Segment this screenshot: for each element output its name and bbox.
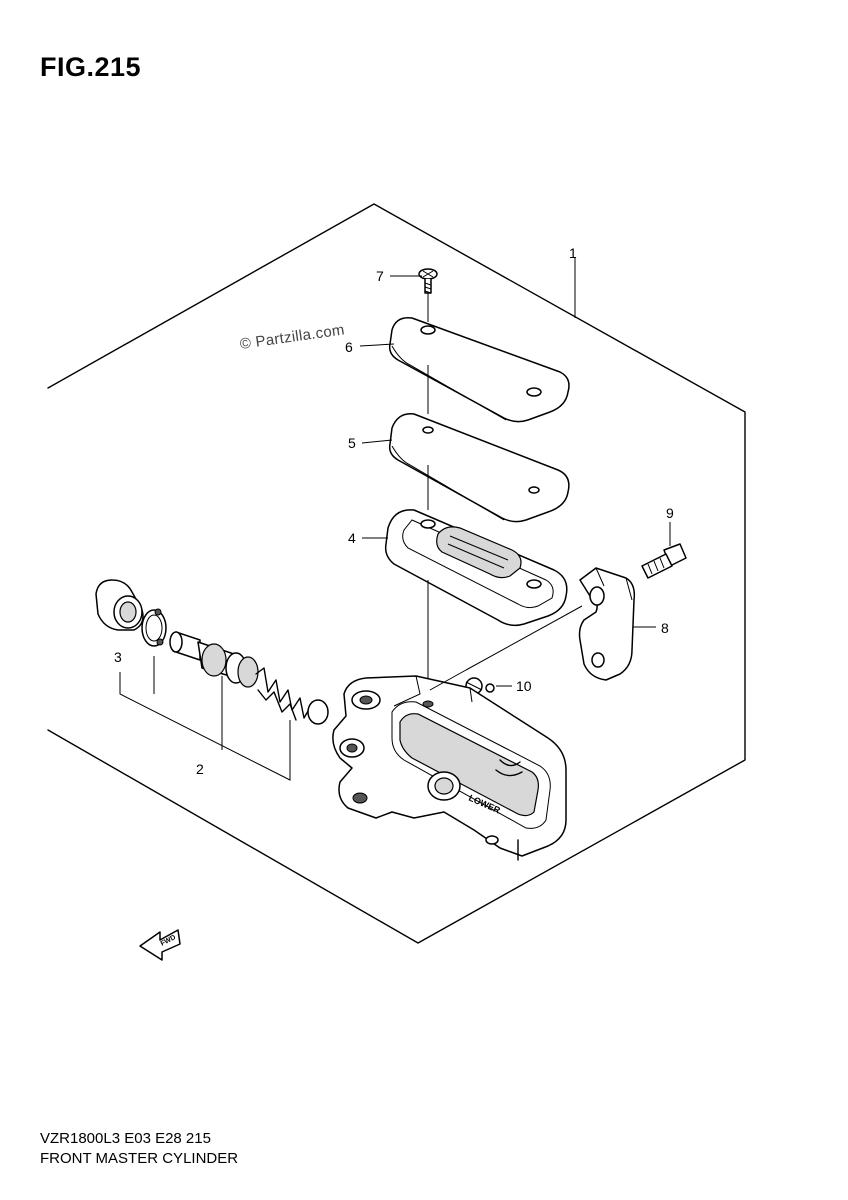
callout-8: 8	[661, 620, 669, 636]
part-diaphragm-plate[interactable]	[388, 413, 570, 523]
callout-4: 4	[348, 530, 356, 546]
part-reservoir-cap[interactable]	[388, 317, 570, 423]
part-holder[interactable]	[578, 567, 636, 681]
part-master-cylinder-body[interactable]	[332, 675, 567, 861]
forward-arrow-icon	[139, 929, 181, 961]
figure-caption: FRONT MASTER CYLINDER	[40, 1150, 239, 1167]
figure-title: FIG.215	[40, 52, 142, 82]
part-bolt[interactable]	[641, 543, 687, 579]
callout-9: 9	[666, 505, 674, 521]
part-diaphragm[interactable]	[384, 509, 568, 627]
part-piston-set[interactable]	[169, 631, 329, 725]
part-circlip[interactable]	[141, 608, 167, 647]
assembly-outline	[47, 203, 746, 944]
part-boot[interactable]	[95, 579, 144, 631]
callout-3: 3	[114, 649, 122, 665]
model-code: VZR1800L3 E03 E28 215	[40, 1130, 211, 1147]
leader-lines	[119, 258, 671, 781]
part-screw[interactable]	[418, 268, 438, 294]
callout-5: 5	[348, 435, 356, 451]
callout-6: 6	[345, 339, 353, 355]
callout-7: 7	[376, 268, 384, 284]
callout-10: 10	[516, 678, 532, 694]
callout-1: 1	[569, 245, 577, 261]
callout-2: 2	[196, 761, 204, 777]
